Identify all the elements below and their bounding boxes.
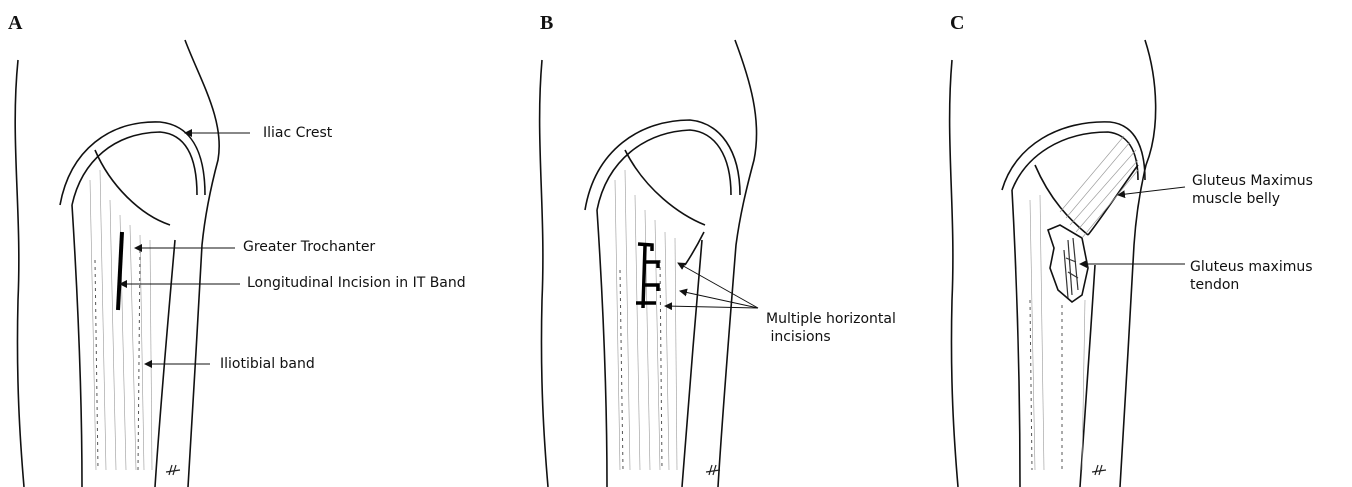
thigh-drawing-a xyxy=(0,0,450,487)
thigh-drawing-b xyxy=(530,0,950,487)
label-iliac-crest: Iliac Crest xyxy=(263,124,332,142)
panel-c: C xyxy=(940,0,1352,487)
thigh-drawing-c xyxy=(940,0,1352,487)
label-gmax-belly: Gluteus Maximus muscle belly xyxy=(1192,172,1313,208)
label-gmax-tendon: Gluteus maximus tendon xyxy=(1190,258,1313,294)
it-band-hatching-b xyxy=(615,170,677,470)
label-longitudinal-incision: Longitudinal Incision in IT Band xyxy=(247,274,466,292)
panel-b: B xyxy=(530,0,950,487)
panel-a: A xyxy=(0,0,450,487)
it-band-hatching-a xyxy=(90,170,152,470)
label-greater-trochanter: Greater Trochanter xyxy=(243,238,375,256)
label-iliotibial-band: Iliotibial band xyxy=(220,355,315,373)
tendon-fibers xyxy=(1064,238,1078,298)
longitudinal-incision xyxy=(118,232,122,310)
label-horizontal-incisions: Multiple horizontal incisions xyxy=(766,310,896,346)
